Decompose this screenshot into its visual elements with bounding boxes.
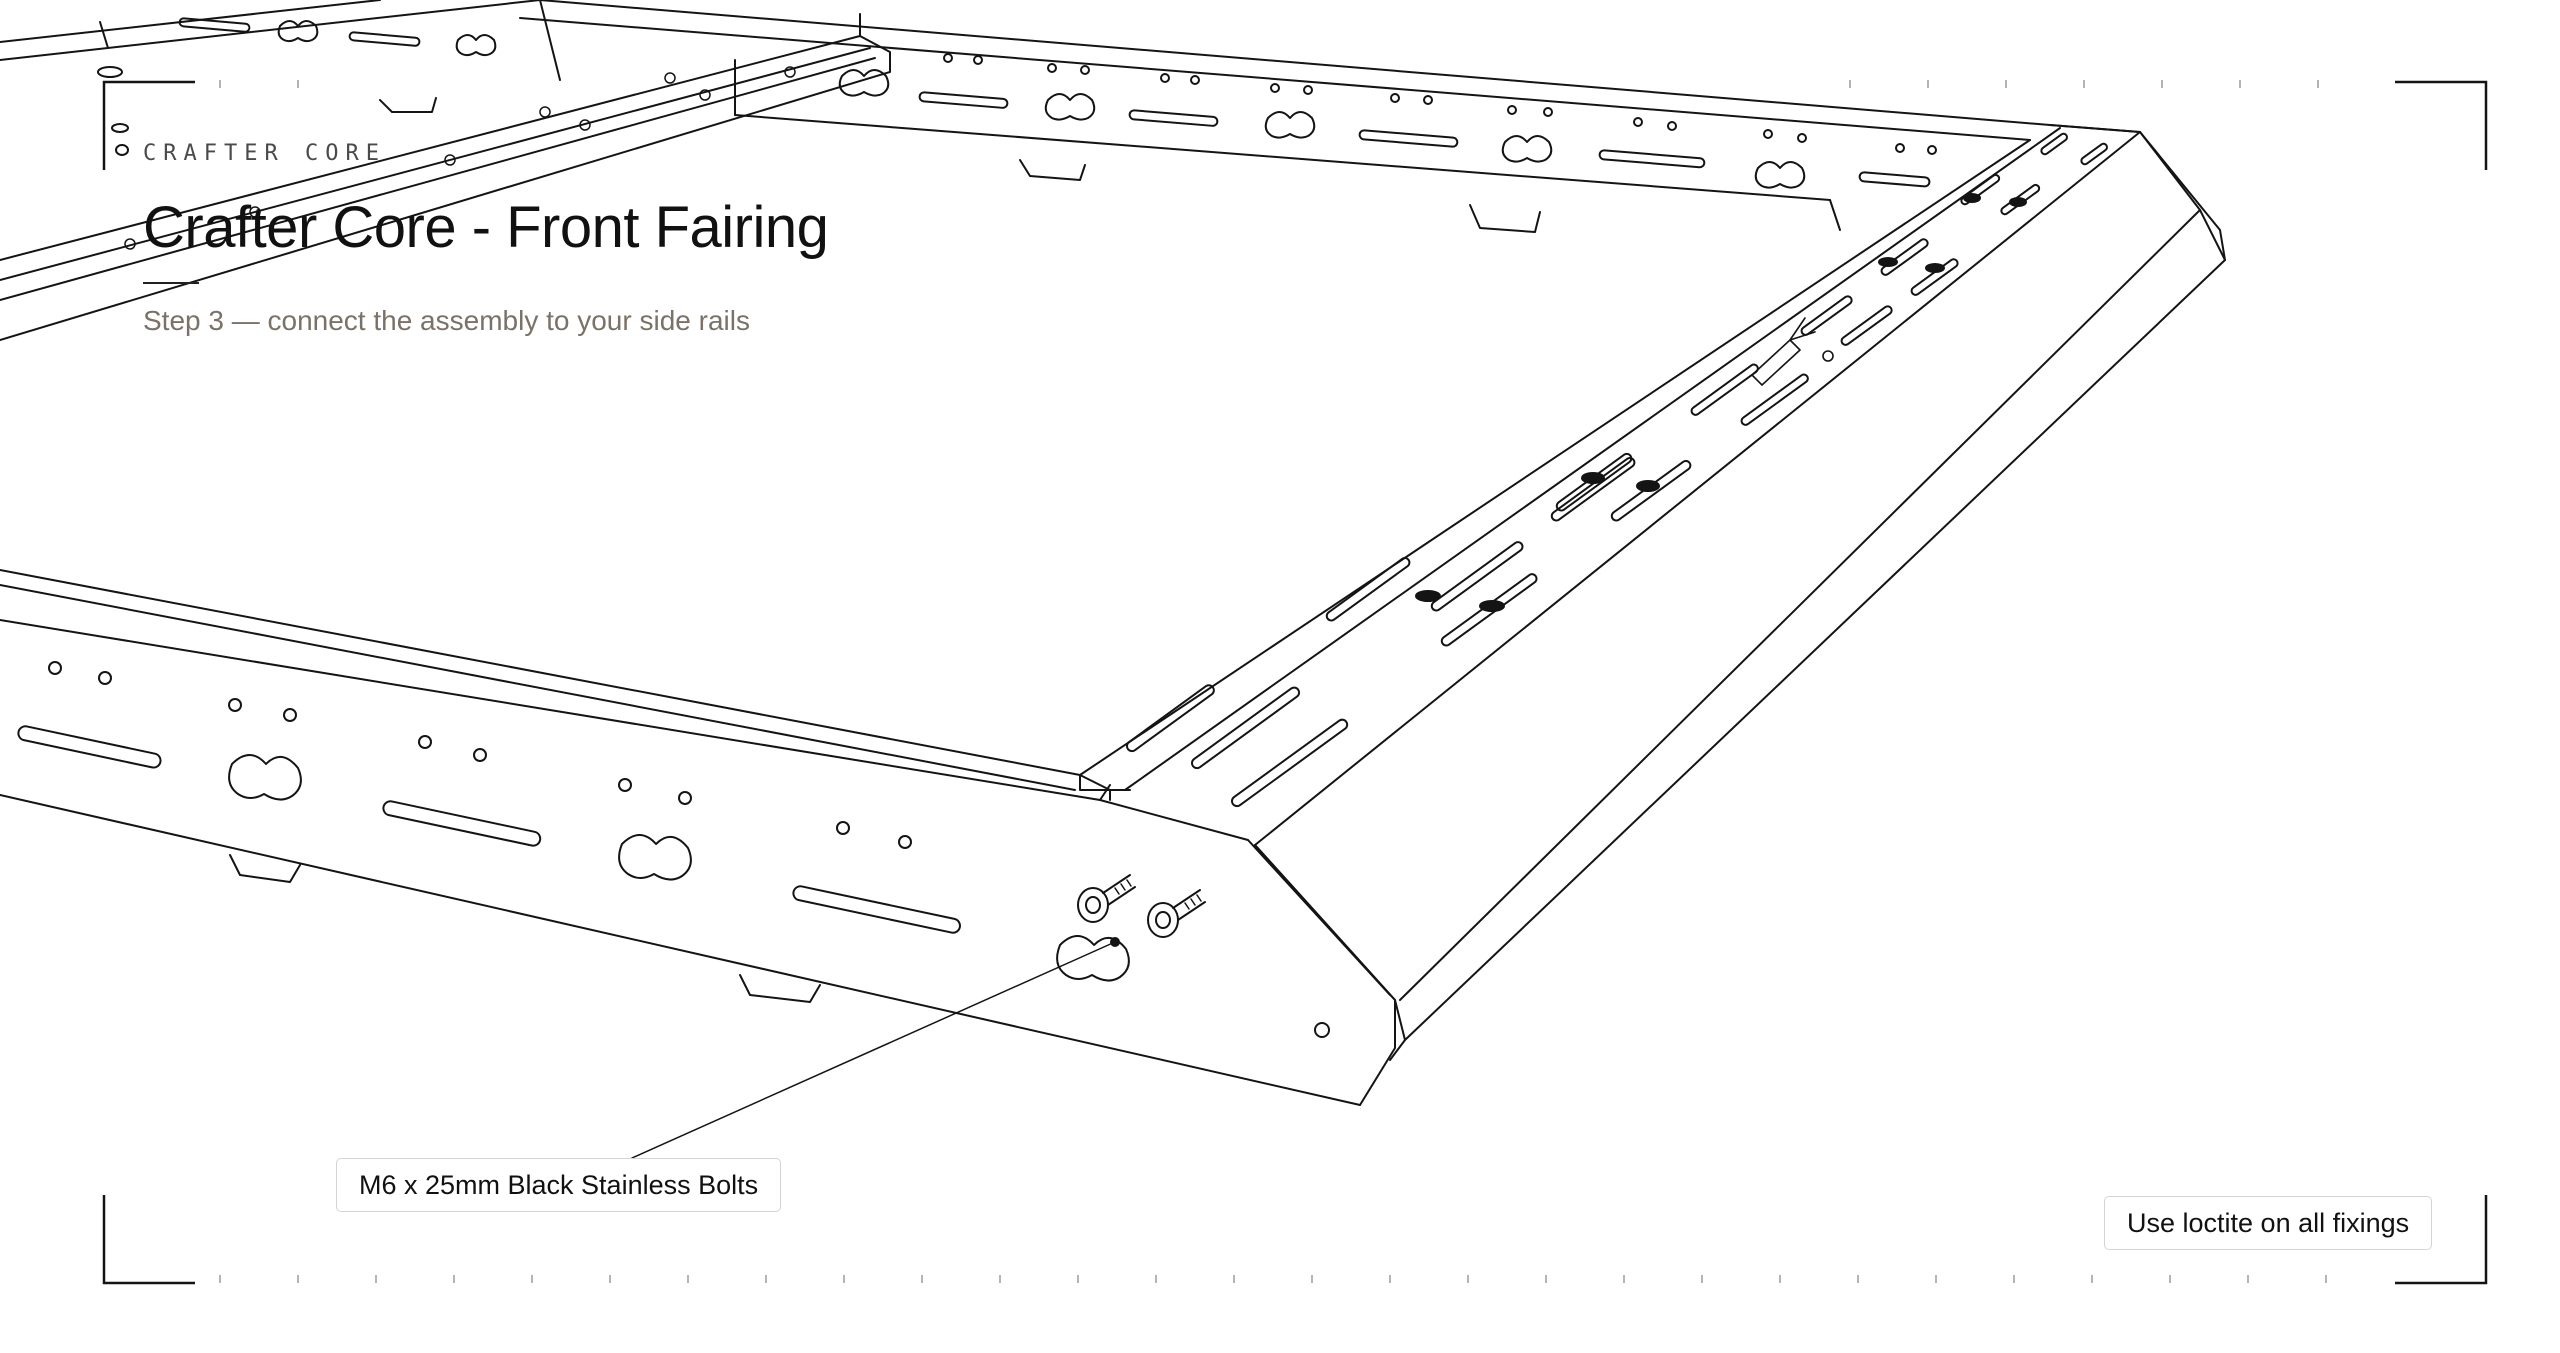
side-rail-slots xyxy=(1125,132,2108,808)
brand-label: CRAFTER CORE xyxy=(143,141,386,166)
back-rail-keyholes xyxy=(838,69,1806,189)
embossed-logo-mark xyxy=(1751,317,1834,386)
back-rail-slots xyxy=(918,91,1931,188)
back-rail-holes xyxy=(943,53,1937,155)
extrusion-fasteners xyxy=(124,66,796,250)
front-fairing-keyholes xyxy=(228,754,1130,982)
step-subtitle: Step 3 — connect the assembly to your si… xyxy=(143,305,750,336)
bolts-callout: M6 x 25mm Black Stainless Bolts xyxy=(336,1158,782,1212)
leader-line xyxy=(631,937,1120,1159)
front-fairing-slots xyxy=(17,725,961,934)
title-divider xyxy=(143,282,199,284)
front-fairing xyxy=(0,569,1361,1106)
bolt-icon xyxy=(1077,874,1206,938)
scale-ticks xyxy=(219,80,2327,1283)
top-left-extrusion xyxy=(0,0,891,341)
front-fairing-holes xyxy=(48,661,912,849)
page-title: Crafter Core - Front Fairing xyxy=(143,195,829,260)
right-side-rail xyxy=(1079,124,2226,1106)
frame-corner-mark xyxy=(102,80,2488,1285)
loctite-note: Use loctite on all fixings xyxy=(2104,1196,2433,1250)
side-rail-bolts xyxy=(1415,193,2027,612)
header: CRAFTER CORE Crafter Core - Front Fairin… xyxy=(143,140,1043,338)
